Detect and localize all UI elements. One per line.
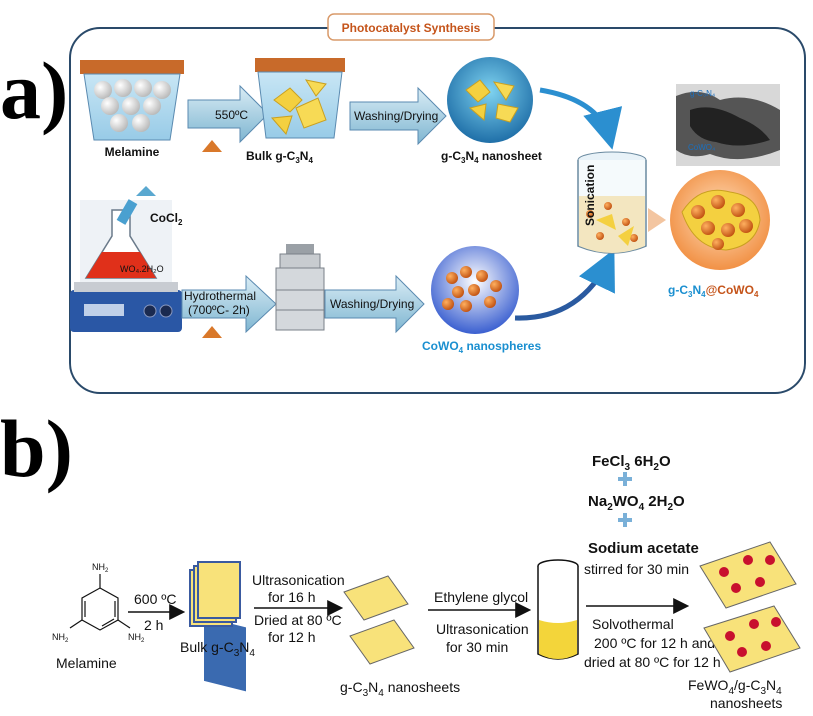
arrow-hydrothermal [181,274,277,334]
product-sphere [670,170,770,270]
title-box [327,13,495,41]
washing-1-label: Washing/Drying [354,109,438,123]
washing-2-label: Washing/Drying [330,297,414,311]
cocl-label: CoCl2 [150,211,183,227]
panel-a-title: Photocatalyst Synthesis [342,21,481,35]
b-dried1: Dried at 80 ºC [254,612,342,628]
b-stirred: stirred for 30 min [584,561,689,577]
b-ultra2: Ultrasonication [436,621,529,637]
sonication-beaker [577,151,647,254]
b-solvo2: dried at 80 ºC for 12 h [584,654,721,670]
b-solvo1: 200 ºC for 12 h and [594,635,715,651]
b-fecl: FeCl3 6H2O [592,453,671,473]
stirrer-flask [70,186,182,332]
b-ultra1: Ultrasonication [252,572,345,588]
nanosheet-label: g-C3N4 nanosheet [441,149,542,165]
plus-icon-2 [618,513,632,527]
tem-label-1: g-C₃N₄ [690,89,715,98]
temp-550: 550ºC [215,108,248,122]
arrow-to-sonication-bottom [514,249,615,321]
b-melamine-label: Melamine [56,655,117,671]
tem-image [676,84,780,166]
melamine-structure [69,574,131,631]
b-na: Na2WO4 2H2O [588,493,685,513]
tem-label-2: CoWO₄ [688,143,715,152]
arrow-to-sonication-top [539,87,623,150]
panel-a-letter: a) [0,45,68,136]
b-product-label-2: nanosheets [710,695,782,711]
arrow-to-product [648,208,666,232]
bulk-stack [189,561,246,692]
b-temp: 600 ºC [134,591,176,607]
arrow-550 [187,84,269,144]
heat-triangle-2 [202,326,222,338]
heat-triangle-1 [202,140,222,152]
b-ultra1-time: for 16 h [268,589,315,605]
b-time: 2 h [144,617,163,633]
flask-label: WO₄.2H₂O [120,264,164,274]
bulk-pot [255,58,345,139]
hydro-cond-label: (700ºC- 2h) [188,303,250,317]
b-bulk-label: Bulk g-C3N4 [180,639,255,659]
melamine-label: Melamine [105,145,160,159]
b-nanosheets [343,575,415,665]
nh2-top: NH2 [92,562,109,574]
nh2-right: NH2 [128,632,145,644]
nh2-left: NH2 [52,632,69,644]
b-sodium: Sodium acetate [588,540,699,557]
b-ultra2-time: for 30 min [446,639,508,655]
bulk-label: Bulk g-C3N4 [246,149,313,165]
arrow-washing-2 [324,274,425,334]
b-solvo: Solvothermal [592,616,674,632]
plus-icon-1 [618,472,632,486]
arrow-washing-1 [349,86,447,146]
nanosheet-sphere [447,57,533,143]
product-label: g-C3N4@CoWO4 [668,283,759,299]
b-ethylene: Ethylene glycol [434,589,528,605]
b-beaker [537,559,579,660]
b-product-sheets [699,541,801,673]
b-dried1-time: for 12 h [268,629,315,645]
cowo-sphere [431,246,519,334]
autoclave [275,244,325,331]
sonication-label: Sonication [583,165,597,226]
b-nanosheets-label: g-C3N4 nanosheets [340,679,460,699]
cowo-label: CoWO4 nanospheres [422,339,541,355]
melamine-pot [80,60,184,141]
hydrothermal-label: Hydrothermal [184,289,256,303]
b-product-label: FeWO4/g-C3N4 [688,677,782,697]
panel-b-letter: b) [0,403,73,494]
